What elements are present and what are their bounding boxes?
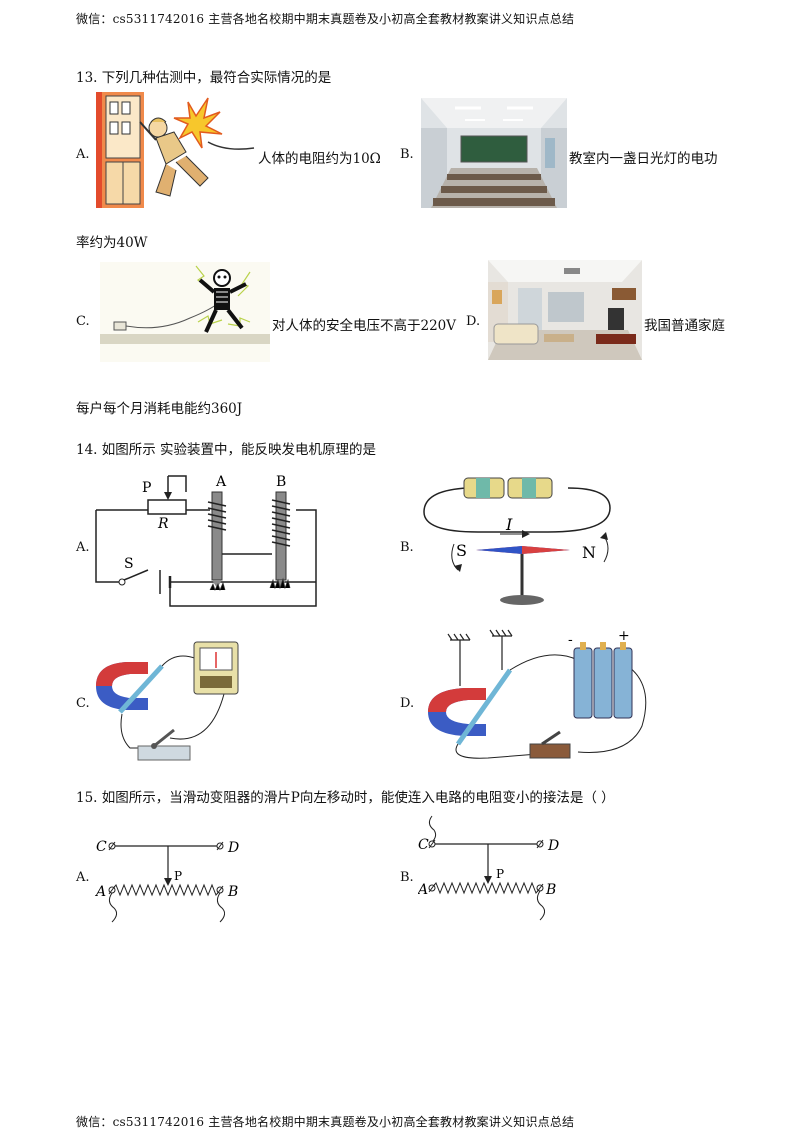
q13-option-d-text: 我国普通家庭 — [644, 318, 725, 334]
terminal-b-label: B — [545, 882, 556, 898]
q13-option-a-text: 人体的电阻约为10Ω — [258, 151, 381, 167]
needle-n-label: N — [582, 543, 596, 562]
electromagnet-circuit-diagram: P R A B S — [95, 474, 317, 607]
q15-option-b-label: B. — [400, 870, 414, 885]
classroom-photo — [421, 98, 567, 208]
q14-option-a-label: A. — [76, 540, 90, 555]
rheostat-r-label: R — [157, 516, 169, 532]
rheostat-connection-a-diagram: C D P A B — [94, 839, 239, 923]
current-i-label: I — [505, 515, 513, 534]
terminal-d-label: D — [227, 840, 239, 856]
question-14-stem: 14. 如图所示 实验装置中，能反映发电机原理的是 — [76, 442, 377, 458]
page-header: 微信：cs5311742016 主营各地名校期中期末真题卷及小初高全套教材教案讲… — [76, 12, 575, 26]
electromagnet-a-label: A — [215, 474, 227, 490]
q13-option-c-text: 对人体的安全电压不高于220V — [272, 318, 457, 334]
generator-galvanometer-diagram — [96, 641, 239, 761]
battery-minus-label: - — [568, 632, 573, 648]
terminal-a-label: A — [94, 884, 106, 900]
slider-p-label: P — [496, 867, 504, 881]
page-footer: 微信：cs5311742016 主营各地名校期中期末真题卷及小初高全套教材教案讲… — [76, 1115, 575, 1129]
q15-option-a-label: A. — [76, 870, 90, 885]
living-room-photo — [488, 260, 642, 360]
q13-option-b-label: B. — [400, 147, 414, 162]
terminal-b-label: B — [227, 884, 238, 900]
q13-option-a-label: A. — [76, 147, 90, 162]
q13-option-c-label: C. — [76, 314, 90, 329]
terminal-d-label: D — [547, 838, 559, 854]
q14-option-d-label: D. — [400, 696, 415, 711]
terminal-c-label: C — [96, 839, 107, 855]
question-13-stem: 13. 下列几种估测中，最符合实际情况的是 — [76, 70, 332, 86]
oersted-experiment-diagram: I S N — [423, 477, 611, 605]
needle-s-label: S — [456, 541, 467, 560]
terminal-a-label: A — [418, 882, 428, 898]
slider-p-label: P — [142, 480, 151, 496]
electromagnet-b-label: B — [276, 474, 286, 490]
skeleton-shock-image — [100, 262, 270, 362]
q13-option-b-text: 教室内一盏日光灯的电功 — [569, 151, 718, 167]
motor-battery-diagram: - + — [428, 628, 647, 759]
switch-s-label: S — [124, 556, 134, 572]
q14-option-c-label: C. — [76, 696, 90, 711]
terminal-c-label: C — [418, 837, 429, 853]
electrician-shock-image — [96, 92, 255, 208]
q13-option-b-text-cont: 率约为40W — [76, 235, 148, 251]
battery-plus-label: + — [618, 628, 630, 644]
rheostat-connection-b-diagram: C D P A B — [418, 815, 559, 921]
slider-p-label: P — [174, 869, 182, 883]
q14-option-b-label: B. — [400, 540, 414, 555]
question-15-stem: 15. 如图所示，当滑动变阻器的滑片P向左移动时，能使连入电路的电阻变小的接法是… — [76, 790, 615, 806]
q13-option-d-label: D. — [466, 314, 481, 329]
q13-option-d-text-cont: 每户每个月消耗电能约360J — [76, 401, 243, 417]
